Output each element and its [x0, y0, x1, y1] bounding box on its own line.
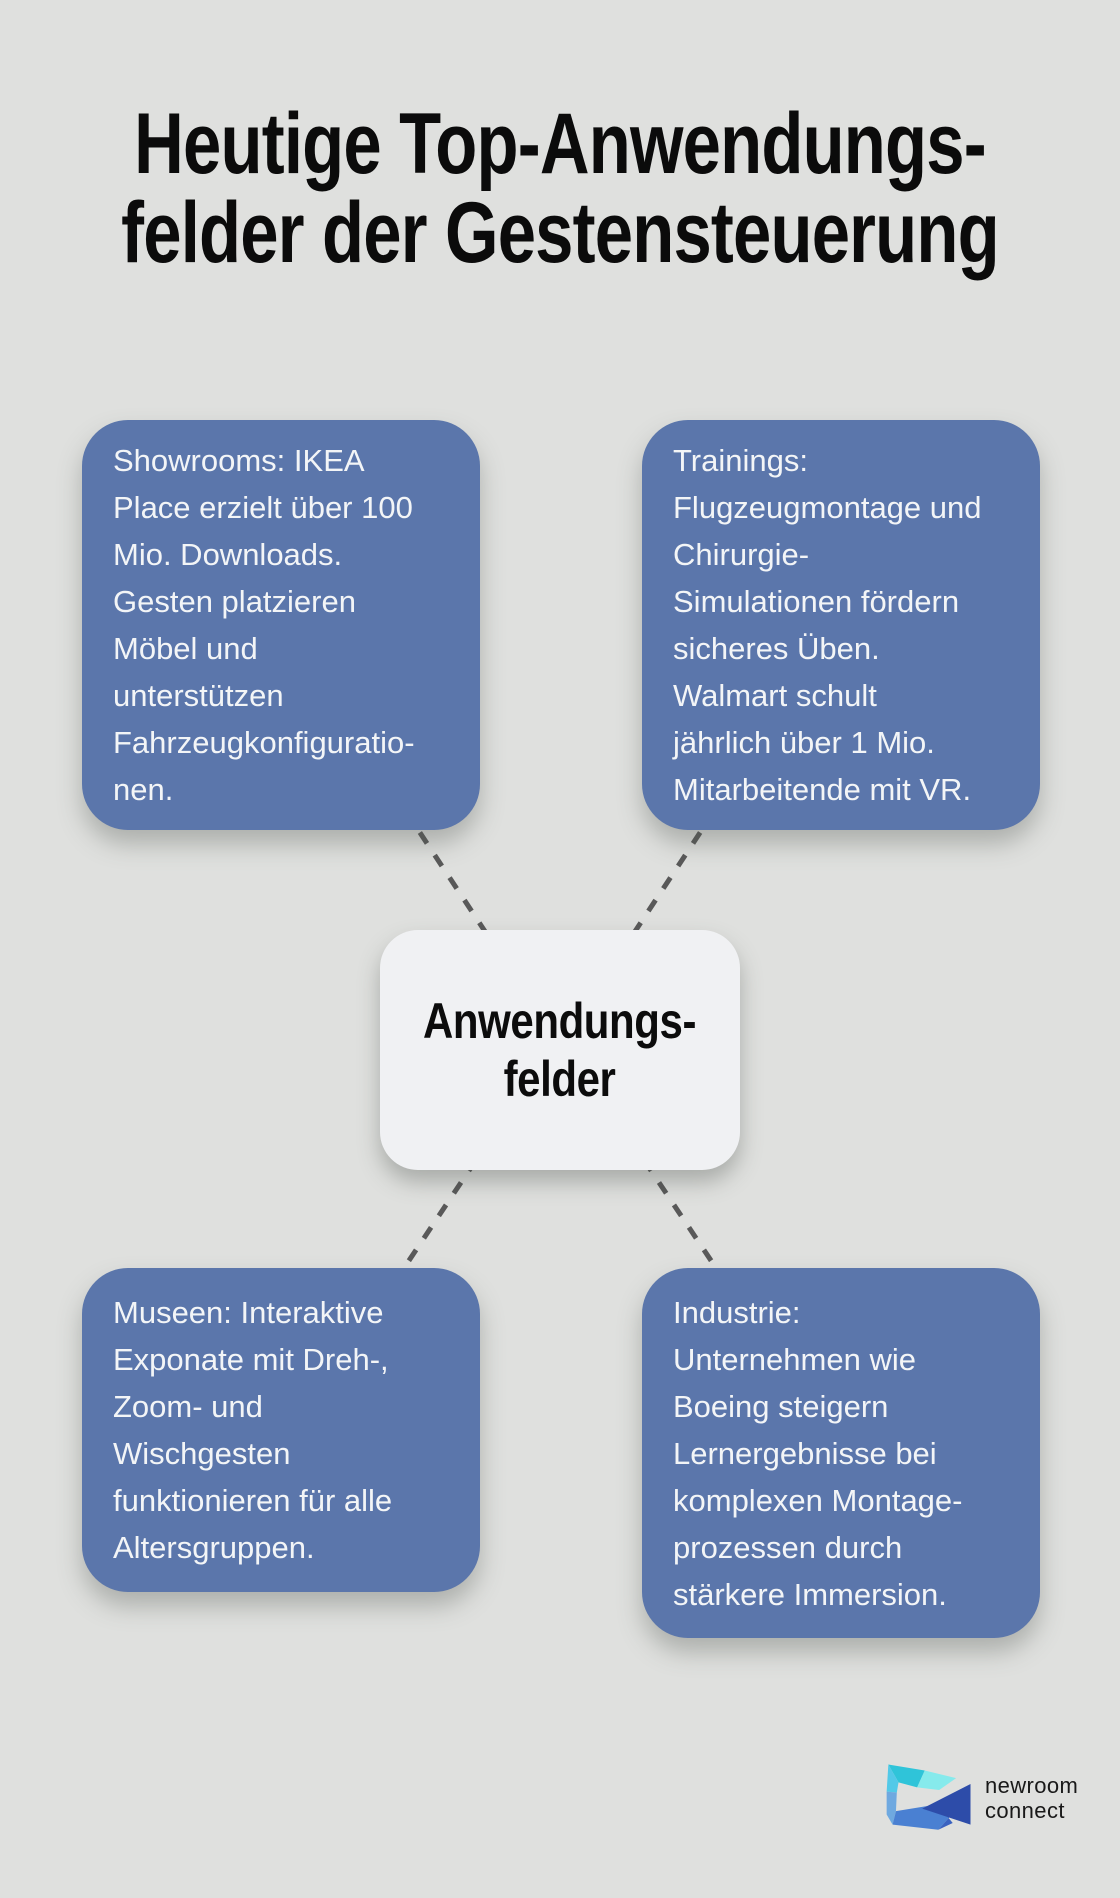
center-node-label: Anwendungs- felder: [423, 993, 697, 1107]
node-showrooms: Showrooms: IKEA Place erzielt über 100 M…: [82, 420, 480, 830]
logo-mark-icon: [886, 1764, 971, 1830]
node-trainings: Trainings: Flugzeugmontage und Chirurgie…: [642, 420, 1040, 830]
node-industrie-text: Industrie: Unternehmen wie Boeing steige…: [673, 1294, 963, 1612]
logo: newroom connect: [886, 1762, 1078, 1834]
center-node: Anwendungs- felder: [380, 930, 740, 1170]
page-title: Heutige Top-Anwendungs- felder der Geste…: [121, 96, 999, 281]
node-trainings-text: Trainings: Flugzeugmontage und Chirurgie…: [673, 443, 982, 807]
node-showrooms-text: Showrooms: IKEA Place erzielt über 100 M…: [113, 443, 415, 807]
node-museen-text: Museen: Interaktive Exponate mit Dreh-, …: [113, 1295, 393, 1565]
logo-text-newroom: newroom: [985, 1773, 1079, 1798]
logo-text-connect: connect: [985, 1798, 1065, 1823]
node-industrie: Industrie: Unternehmen wie Boeing steige…: [642, 1268, 1040, 1638]
node-museen: Museen: Interaktive Exponate mit Dreh-, …: [82, 1268, 480, 1592]
logo-text: newroom connect: [985, 1773, 1078, 1823]
